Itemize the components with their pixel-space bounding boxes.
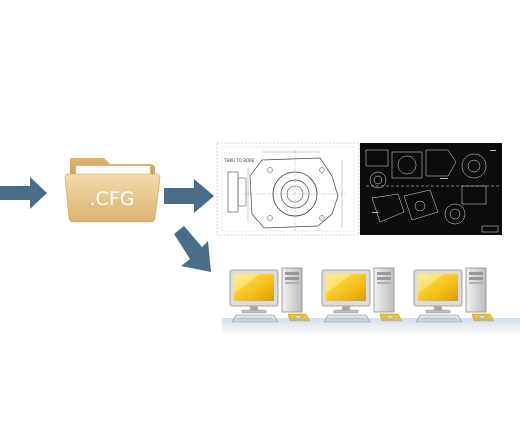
folder-icon: [64, 158, 161, 223]
arrow-to-drawings-icon: [164, 179, 214, 213]
cad-drawing-black-icon: [360, 143, 502, 235]
monitor-screen: [418, 274, 458, 301]
desktop-computer-icon: [229, 267, 311, 323]
monitor-screen: [326, 274, 366, 301]
desktop-computer-icon: [413, 267, 495, 323]
cad-drawing-white-icon: THRU TO BORE: [216, 142, 360, 236]
desktop-computer-icon: [321, 267, 403, 323]
incoming-arrow-icon: [0, 177, 47, 209]
folder-label: .CFG: [90, 188, 135, 210]
cad-drawing-light: THRU TO BORE: [216, 142, 360, 236]
reflection: [222, 318, 520, 336]
cfg-folder: .CFG: [64, 158, 161, 223]
drawing-caption: THRU TO BORE: [223, 158, 255, 163]
computers-group: [229, 267, 495, 323]
arrow-to-computers-icon: [174, 226, 211, 272]
cad-drawing-dark: [360, 143, 502, 235]
monitor-screen: [234, 274, 274, 301]
